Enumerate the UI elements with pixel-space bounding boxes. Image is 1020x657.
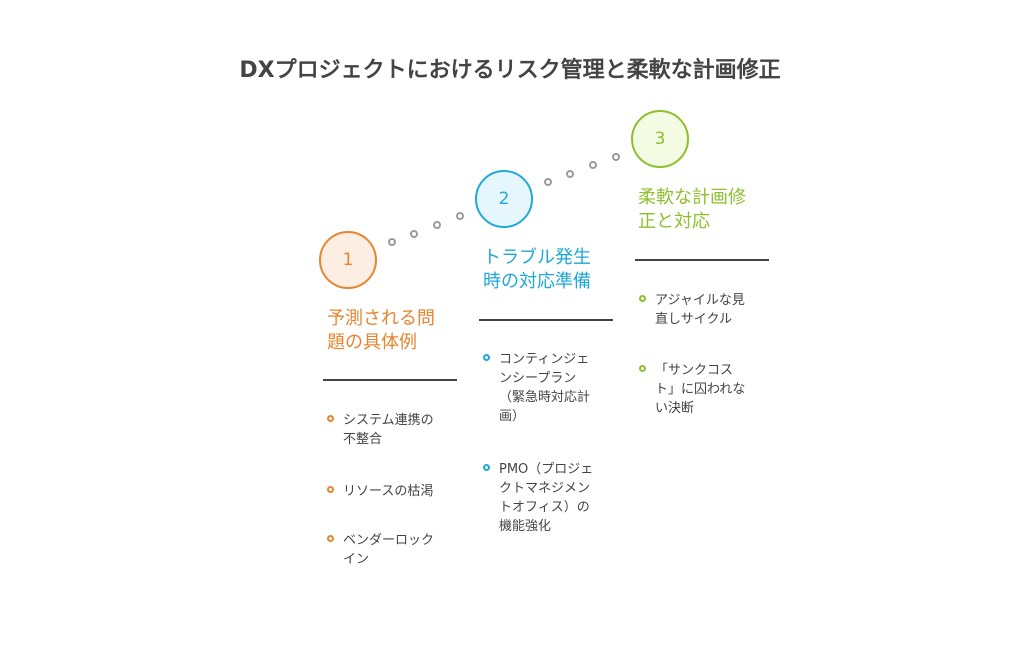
- connector-dot: [388, 238, 396, 246]
- list-item-text: アジャイルな見直しサイクル: [655, 293, 745, 327]
- list-item-text: PMO（プロジェクトマネジメントオフィス）の機能強化: [499, 462, 594, 534]
- bullet-icon: [327, 486, 334, 493]
- step-1-heading: 予測される問題の具体例: [327, 308, 435, 353]
- step-2-heading: トラブル発生時の対応準備: [483, 247, 591, 292]
- bullet-icon: [483, 354, 490, 361]
- connector-dot: [410, 230, 418, 238]
- bullet-icon: [639, 295, 646, 302]
- step-2-divider: [479, 319, 613, 321]
- connector-dot: [456, 212, 464, 220]
- step-1-number-circle: 1: [319, 231, 377, 289]
- list-item-text: コンティンジェンシープラン（緊急時対応計画）: [499, 352, 591, 424]
- list-item-text: システム連携の不整合: [343, 413, 434, 447]
- step-3-heading: 柔軟な計画修正と対応: [638, 187, 746, 232]
- step-3-number-circle: 3: [631, 110, 689, 168]
- bullet-icon: [483, 464, 490, 471]
- step-1-divider: [323, 379, 457, 381]
- list-item-text: ベンダーロックイン: [343, 533, 435, 567]
- list-item-text: リソースの枯渇: [343, 484, 434, 499]
- bullet-icon: [639, 365, 646, 372]
- connector-dot: [544, 178, 552, 186]
- connector-dot: [612, 153, 620, 161]
- bullet-icon: [327, 535, 334, 542]
- step-3-divider: [635, 259, 769, 261]
- bullet-icon: [327, 415, 334, 422]
- connector-dot: [433, 221, 441, 229]
- list-item-text: 「サンクコスト」に囚われない決断: [655, 363, 746, 416]
- diagram-title: DXプロジェクトにおけるリスク管理と柔軟な計画修正: [239, 58, 781, 83]
- connector-dot: [566, 170, 574, 178]
- step-2-number-circle: 2: [475, 170, 533, 228]
- connector-dot: [589, 161, 597, 169]
